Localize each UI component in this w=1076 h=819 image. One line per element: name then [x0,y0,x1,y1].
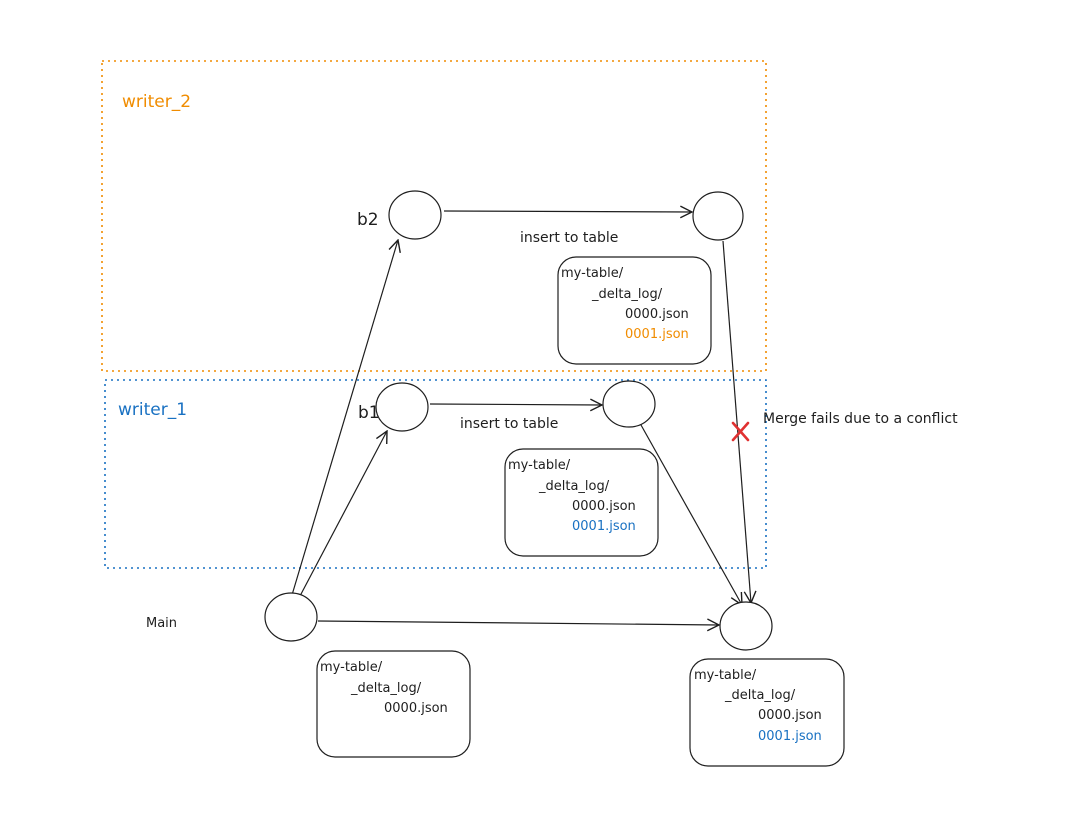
file-0000: 0000.json [572,499,636,514]
file-box-writer-1: my-table/ _delta_log/ 0000.json 0001.jso… [504,448,659,557]
edge-label-writer-2-insert: insert to table [520,230,618,246]
file-0000: 0000.json [384,701,448,716]
edge-writer2-merge [722,240,751,603]
branch-label-main: Main [146,616,177,631]
dir-label: my-table/ [320,660,383,675]
file-0001-new: 0001.json [572,519,636,534]
dir-label: my-table/ [694,668,757,683]
edge-main-to-b1 [299,431,387,597]
edge-label-writer-1-insert: insert to table [460,416,558,432]
branch-label-b2: b2 [357,210,379,230]
log-label: _delta_log/ [591,287,663,302]
edge-b1-insert [429,404,602,405]
file-box-main-start: my-table/ _delta_log/ 0000.json [316,650,471,758]
dir-label: my-table/ [508,458,571,473]
log-label: _delta_log/ [724,688,796,703]
log-label: _delta_log/ [350,681,422,696]
node-b2-start [388,190,442,240]
node-main-start [264,592,318,642]
edge-main-to-b2 [291,240,398,596]
node-main-merged [719,601,773,651]
dir-label: my-table/ [561,266,624,281]
x-mark-icon [731,421,750,442]
edge-main-to-merged [317,621,719,625]
node-b2-end [692,191,744,241]
file-0000: 0000.json [758,708,822,723]
edge-b2-insert [443,211,692,212]
writer-2-region [101,60,767,372]
edge-writer1-merge [640,424,742,605]
file-0001-new: 0001.json [758,729,822,744]
writer-1-region [104,379,767,569]
file-0001-new: 0001.json [625,327,689,342]
merge-error-text: Merge fails due to a conflict [763,411,958,427]
writer-2-label: writer_2 [122,92,191,112]
writer-1-label: writer_1 [118,400,187,420]
file-box-writer-2: my-table/ _delta_log/ 0000.json 0001.jso… [557,256,712,365]
file-0000: 0000.json [625,307,689,322]
branch-label-b1: b1 [358,403,380,423]
node-b1-end [602,380,656,428]
log-label: _delta_log/ [538,479,610,494]
node-b1-start [375,382,429,432]
file-box-main-merged: my-table/ _delta_log/ 0000.json 0001.jso… [689,658,845,767]
